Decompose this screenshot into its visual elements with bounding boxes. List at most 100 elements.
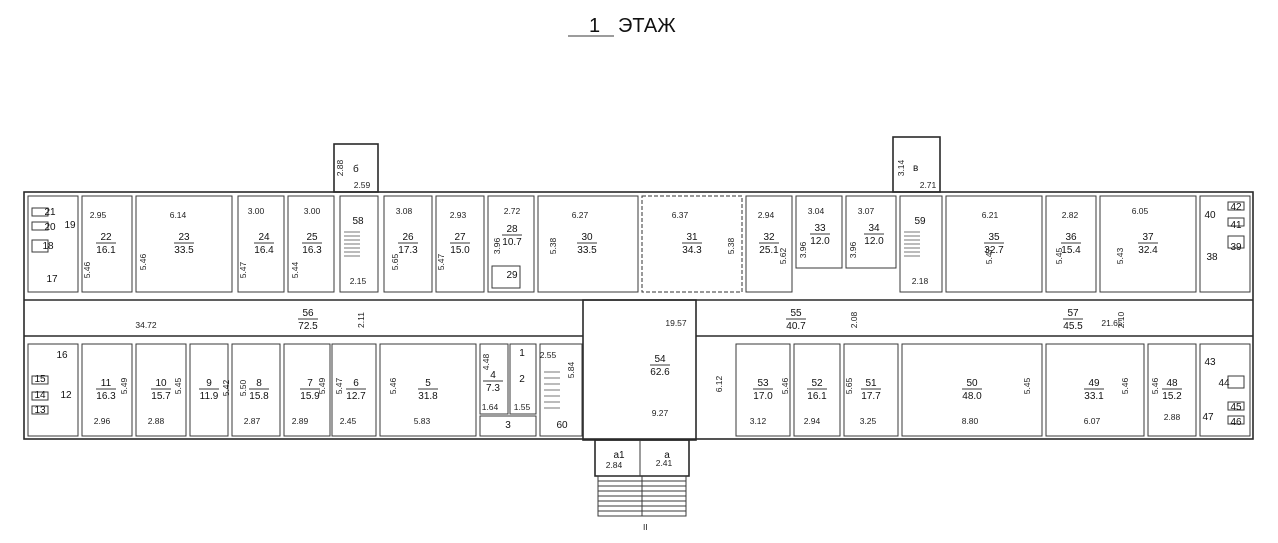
room-area-7: 15.9 [300,391,320,402]
room-number-17: 17 [46,274,58,285]
room-number-32: 32 [763,232,775,243]
dimension-label: 3.08 [396,206,413,216]
room-number-45: 45 [1230,402,1242,413]
dimension-label: 3.14 [896,159,906,176]
floor-title: ЭТАЖ [618,15,676,37]
dimension-label: 5.47 [238,261,248,278]
dimension-label: 5.46 [1120,377,1130,394]
dimension-label: 8.80 [962,416,979,426]
dimension-label: 3.00 [304,206,321,216]
dimension-label: 5.50 [238,379,248,396]
dimension-label: 2.88 [1164,412,1181,422]
dimension-label: 6.27 [572,210,589,220]
dimension-label: 2.88 [335,159,345,176]
room-number-12: 12 [60,390,72,401]
dimension-label: 34.72 [135,320,157,330]
room-number-29: 29 [506,270,518,281]
dimension-label: 3.96 [848,241,858,258]
room-number-27: 27 [454,232,466,243]
room-area-37: 32.4 [1138,245,1158,256]
room-number-33: 33 [814,223,826,234]
dimension-label: 4.48 [481,353,491,370]
room-area-48: 15.2 [1162,391,1182,402]
dimension-label: 5.49 [317,377,327,394]
room-area-54: 62.6 [650,367,670,378]
dimension-label: 2.94 [758,210,775,220]
room-number-8: 8 [256,378,262,389]
room-number-39: 39 [1230,242,1242,253]
room-number-57: 57 [1067,308,1079,319]
dimension-label: 5.65 [390,253,400,270]
room-number-а: а [664,450,670,461]
dimension-label: 5.46 [82,261,92,278]
dimension-label: 5.42 [221,379,231,396]
room-area-35: 32.7 [984,245,1004,256]
room-number-7: 7 [307,378,313,389]
room-number-44: 44 [1218,378,1230,389]
dimension-label: 2.18 [912,276,929,286]
room-number-15: 15 [34,374,46,385]
staircase-letter-right: в [913,163,918,174]
room-number-14: 14 [34,390,46,401]
dimension-label: 5.43 [1115,247,1125,264]
room-area-9: 11.9 [200,391,219,402]
room-area-26: 17.3 [398,245,418,256]
room-number-21: 21 [44,207,56,218]
dimension-label: 5.47 [334,377,344,394]
room-area-34: 12.0 [864,236,884,247]
room-number-46: 46 [1230,417,1242,428]
dimension-label: 2.82 [1062,210,1079,220]
dimension-label: 2.45 [340,416,357,426]
room-number-24: 24 [258,232,270,243]
staircase-letter-left: б [353,163,359,175]
room-area-23: 33.5 [174,245,194,256]
entrance-vestibule [594,439,690,477]
dimension-label: 5.38 [726,237,736,254]
dimension-label: 2.11 [356,312,366,328]
dimension-label: 6.12 [714,375,724,392]
room-number-48: 48 [1166,378,1178,389]
room-area-8: 15.8 [249,391,269,402]
room-number-11: 11 [101,378,112,389]
dimension-label: 5.49 [119,377,129,394]
dimension-label: 2.72 [504,206,521,216]
dimension-label: 2.95 [90,210,107,220]
room-number-18: 18 [42,241,54,252]
floor-number: 1 [589,15,600,37]
dimension-label: 2.71 [920,180,937,190]
room-number-34: 34 [868,223,880,234]
room-number-1: 1 [519,348,525,359]
dimension-label: 2.94 [804,416,821,426]
room-number-25: 25 [306,232,318,243]
dimension-label: 6.14 [170,210,187,220]
room-number-6: 6 [353,378,359,389]
room-number-35: 35 [988,232,1000,243]
dimension-label: 2.55 [540,350,557,360]
room-area-22: 16.1 [96,245,116,256]
room-number-16: 16 [56,350,68,361]
room-number-10: 10 [155,378,167,389]
room-number-23: 23 [178,232,190,243]
room-area-10: 15.7 [151,391,171,402]
dimension-label: 9.27 [652,408,669,418]
dimension-label: 5.45 [173,377,183,394]
room-number-2: 2 [519,374,525,385]
room-area-5: 31.8 [418,391,438,402]
room-number-60: 60 [556,420,568,431]
dimension-label: 3.07 [858,206,875,216]
room-number-38: 38 [1206,252,1218,263]
room-number-30: 30 [581,232,593,243]
dimension-label: 3.04 [808,206,825,216]
room-area-28: 10.7 [502,237,522,248]
dimension-label: 2.15 [350,276,367,286]
room-number-55: 55 [790,308,802,319]
bottom-row-partitions [27,343,1251,437]
room-number-58: 58 [352,216,364,227]
dimension-label: 5.83 [414,416,431,426]
dimension-label: 2.96 [94,416,111,426]
room-area-11: 16.3 [96,391,116,402]
dimension-label: 2.88 [148,416,165,426]
stair-hatching [344,231,920,409]
room-area-32: 25.1 [759,245,779,256]
